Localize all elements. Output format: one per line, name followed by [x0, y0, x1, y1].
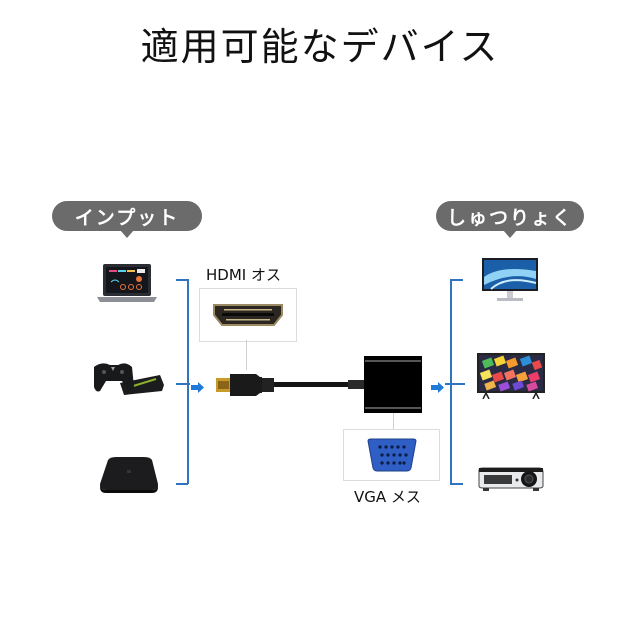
hdmi-pointer-line — [246, 340, 247, 370]
output-label: しゅつりょく — [446, 206, 573, 229]
output-bracket-vertical — [450, 279, 452, 484]
output-bracket-top — [450, 279, 463, 281]
projector-icon — [477, 466, 545, 492]
vga-label: VGA メス — [354, 488, 421, 506]
input-arrow-icon — [191, 378, 205, 393]
output-label-badge: しゅつりょく — [436, 201, 584, 238]
vga-connector-frame — [343, 429, 440, 481]
input-bracket-vertical — [187, 279, 189, 484]
tv-icon — [477, 353, 545, 400]
tv-box-icon — [98, 456, 160, 494]
hdmi-port-icon — [212, 303, 284, 327]
monitor-icon — [481, 257, 539, 303]
output-bracket-middle — [445, 383, 465, 385]
input-label: インプット — [74, 206, 180, 229]
input-bracket-top — [176, 279, 188, 281]
output-bracket-bottom — [450, 483, 463, 485]
hdmi-cable — [216, 370, 364, 400]
input-bracket-bottom — [176, 483, 188, 485]
laptop-icon — [97, 262, 157, 306]
vga-pointer-line — [393, 413, 394, 429]
hdmi-connector-frame — [199, 288, 297, 342]
page-title: 適用可能なデバイス — [140, 25, 500, 69]
output-arrow-icon — [431, 378, 445, 393]
vga-adapter-box — [364, 356, 422, 413]
input-bracket-middle — [176, 383, 190, 385]
game-console-icon — [90, 361, 165, 401]
hdmi-label: HDMI オス — [206, 266, 281, 284]
input-label-badge: インプット — [52, 201, 202, 238]
vga-port-icon — [364, 438, 420, 472]
